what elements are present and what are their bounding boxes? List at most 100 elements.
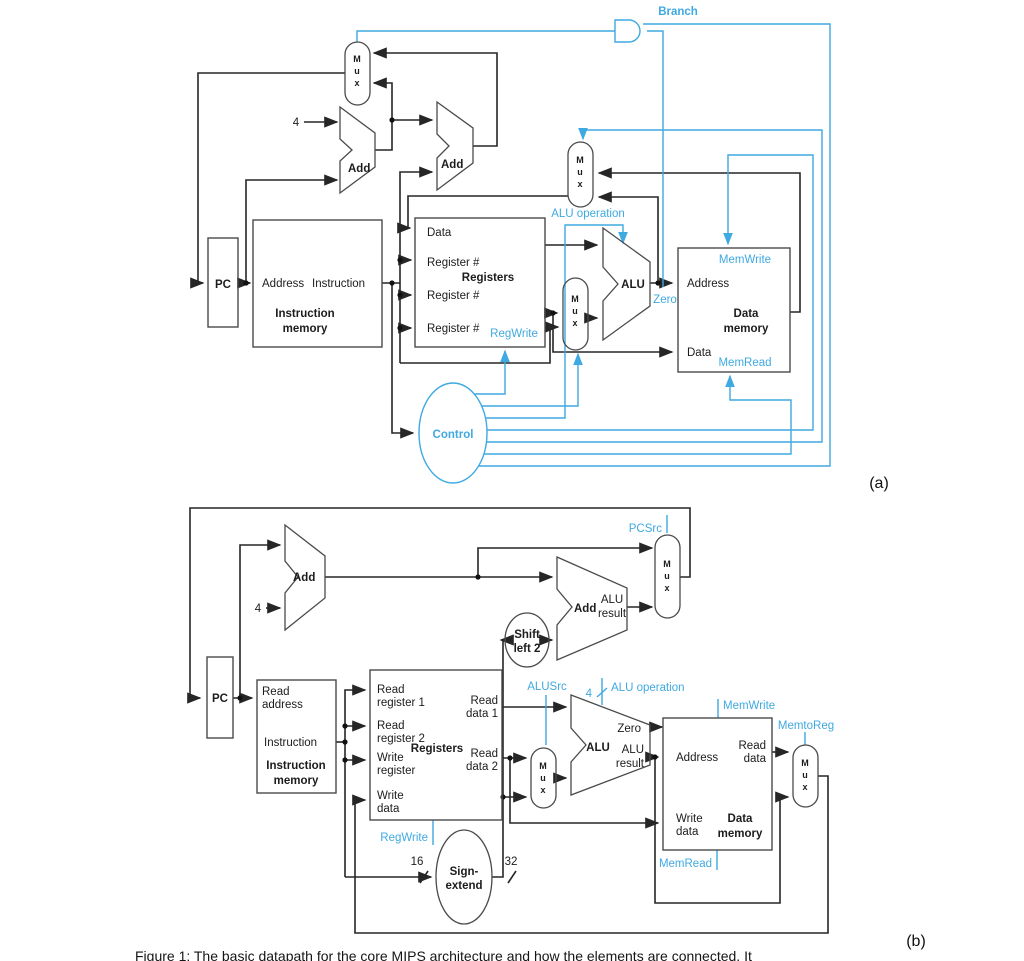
mux-letter: M [571,294,579,304]
data-memory-block [662,717,773,851]
reg-port: Register # [427,323,480,335]
reg-data-port: Data [427,227,452,239]
wire-aluop [485,224,628,419]
wire-memwrite-loop [487,154,814,431]
reg-port: Read [377,720,405,732]
mux-letter: u [664,571,670,581]
mux-letter: u [802,770,808,780]
add-label: Add [441,159,463,171]
dmem-title: memory [724,323,769,335]
shift-left-title: Shift [514,629,540,641]
pc-label: PC [212,693,228,705]
alu-result-label: result [616,758,645,770]
wire-memread-loop [484,374,792,455]
wire-memtoreg-loop [486,127,823,443]
wire-and-to-muxselect [356,30,615,42]
reg-port: data [377,803,400,815]
junction-dot [652,754,658,760]
subfigure-a-label: (a) [869,475,889,492]
registers-title: Registers [411,743,463,755]
dmem-readdata-port: data [744,753,767,765]
wire-add2-to-mux [372,47,498,147]
reg-port: Register # [427,290,480,302]
wire-branch-loop [479,23,831,467]
alu-operation-label: ALU operation [551,208,625,220]
instruction-memory-block [252,219,383,348]
mux-letter: u [540,773,546,783]
sign-extend-title: Sign- [450,866,479,878]
pc-block [206,656,234,739]
junction-dot [550,310,556,316]
alu-label: ALU [621,279,645,291]
add-label: Add [348,163,370,175]
wire-add-to-mux [372,77,393,151]
mux-pcsrc [344,41,371,106]
dmem-writedata-port: Write [676,813,703,825]
mux-pcsrc [654,534,681,619]
dmem-title: Data [728,813,754,825]
shift-left-title: left 2 [514,643,541,655]
wire-dmem-mux3 [597,167,801,313]
imem-address-port: Address [262,278,304,290]
dmem-title: Data [734,308,760,320]
reg-port: Write [377,752,404,764]
junction-dot [397,292,403,298]
subfigure-b-label: (b) [906,933,926,950]
registers-block [414,217,546,348]
wire-pc-to-add [245,174,339,283]
imem-title: memory [274,775,319,787]
wire-aluresult-mux3 [597,191,659,283]
wire-readdata2-dmem [509,758,660,829]
bus-width-slash-16 [419,870,429,884]
mux-letter: u [572,306,578,316]
junction-dot [342,739,348,745]
dmem-title: memory [718,828,763,840]
wire-pc4-to-mux [477,542,654,577]
mux-letter: x [540,785,545,795]
bus-width-slash-32 [507,870,517,884]
junction-dot [500,794,506,800]
wire-aluresult-mux [654,757,790,904]
wire-mux-to-pc [190,72,345,289]
mux-letter: x [664,583,669,593]
mux-writeback [567,141,594,208]
adder-branch [556,556,628,661]
wire-regwrite [474,349,510,395]
alu-operation-label: ALU operation [611,682,685,694]
imem-title: memory [283,323,328,335]
control-label: Control [433,429,474,441]
pc-block [207,237,239,328]
mux-letter: M [576,155,584,165]
junction-dot [389,117,395,123]
mux-letter: x [572,318,577,328]
wire-muxout-to-pc [187,507,691,704]
junction-dot [507,755,513,761]
alu-unit [570,694,651,796]
mux-letter: M [539,761,547,771]
bus-width-32: 32 [505,856,518,868]
shift-left-2-unit [504,612,550,668]
imem-instruction-port: Instruction [312,278,365,290]
registers-title: Registers [462,272,514,284]
constant-4: 4 [293,117,300,129]
reg-port: Read [377,684,405,696]
memwrite-label: MemWrite [723,700,775,712]
imem-port: Read [262,686,290,698]
alu-unit [602,226,651,342]
registers-block [369,669,503,821]
bus-width-16: 16 [411,856,424,868]
sign-extend-title: extend [445,880,482,892]
mux-letter: x [802,782,807,792]
memread-label: MemRead [659,858,712,870]
junction-dot [397,325,403,331]
imem-title: Instruction [266,760,325,772]
reg-port: register 1 [377,697,425,709]
mux-letter: x [354,78,359,88]
constant-4: 4 [255,603,262,615]
dmem-address-port: Address [687,278,729,290]
reg-port: register [377,765,416,777]
branch-label: Branch [658,6,698,18]
reg-out-port: data 2 [466,761,498,773]
